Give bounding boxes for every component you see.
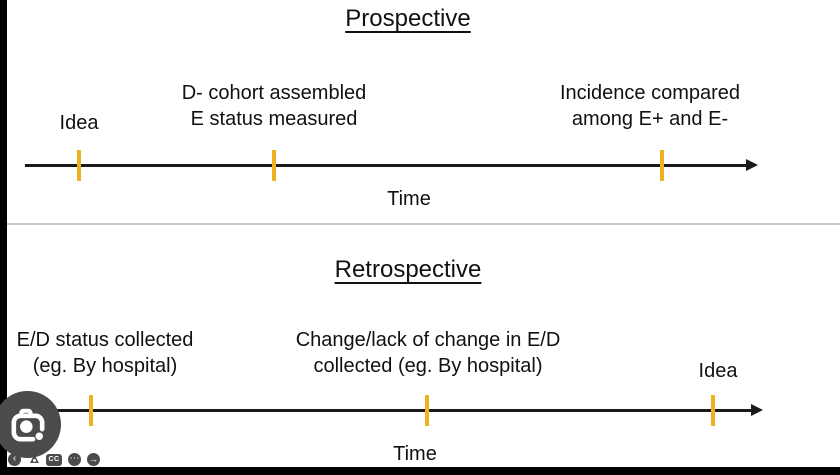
time-axis-label: Time <box>387 188 431 210</box>
timeline-tick <box>77 150 81 181</box>
timeline-tick <box>89 395 93 426</box>
arrow-right-icon[interactable]: → <box>87 453 100 466</box>
timeline-tick <box>711 395 715 426</box>
event-label-line: collected (eg. By hospital) <box>313 355 543 377</box>
triangle-glyph: ▲ <box>27 451 42 466</box>
event-label-ed-status: E/D status collected (eg. By hospital) <box>0 327 212 379</box>
timeline-line <box>25 164 748 167</box>
event-label-incidence: Incidence compared among E+ and E- <box>510 80 790 132</box>
left-edge-bar <box>0 0 7 475</box>
timeline-tick <box>660 150 664 181</box>
event-label-cohort: D- cohort assembled E status measured <box>134 80 414 132</box>
event-label-line: D- cohort assembled <box>181 82 367 104</box>
section-title: Retrospective <box>334 256 482 283</box>
event-label-line: Incidence compared <box>559 82 741 104</box>
timeline-arrowhead <box>746 159 758 171</box>
arrow-right-glyph: → <box>89 453 98 464</box>
event-label-change: Change/lack of change in E/D collected (… <box>283 327 573 379</box>
event-label-line: E/D status collected <box>16 329 194 351</box>
event-label-line: E status measured <box>190 108 358 130</box>
image-overlay-toolbar: ‹ ▲ CC ⋯ → <box>8 451 100 466</box>
event-label-line: (eg. By hospital) <box>32 355 178 377</box>
more-options-icon[interactable]: ⋯ <box>68 453 81 466</box>
time-axis-label: Time <box>393 443 437 465</box>
section-divider <box>7 223 840 225</box>
timeline-tick <box>425 395 429 426</box>
chevron-left-icon[interactable]: ‹ <box>8 453 21 466</box>
timeline-arrowhead <box>751 404 763 416</box>
timeline-line <box>30 409 753 412</box>
chevron-left-glyph: ‹ <box>12 453 17 464</box>
event-label-line: Idea <box>698 360 738 382</box>
event-label-line: among E+ and E- <box>571 108 729 130</box>
google-lens-button[interactable] <box>0 391 61 458</box>
cc-license-icon[interactable]: CC <box>46 453 62 466</box>
event-label-idea: Idea <box>29 110 129 136</box>
triangle-dot <box>32 459 36 462</box>
event-label-line: Idea <box>59 112 99 134</box>
more-options-glyph: ⋯ <box>69 453 80 464</box>
google-lens-camera-icon <box>8 405 48 445</box>
event-label-line: Change/lack of change in E/D <box>295 329 561 351</box>
cc-license-glyph: CC <box>48 455 60 463</box>
section-title: Prospective <box>345 5 471 32</box>
event-label-idea: Idea <box>668 358 768 384</box>
bottom-edge-bar <box>0 467 840 475</box>
triangle-icon[interactable]: ▲ <box>27 451 42 466</box>
timeline-tick <box>272 150 276 181</box>
